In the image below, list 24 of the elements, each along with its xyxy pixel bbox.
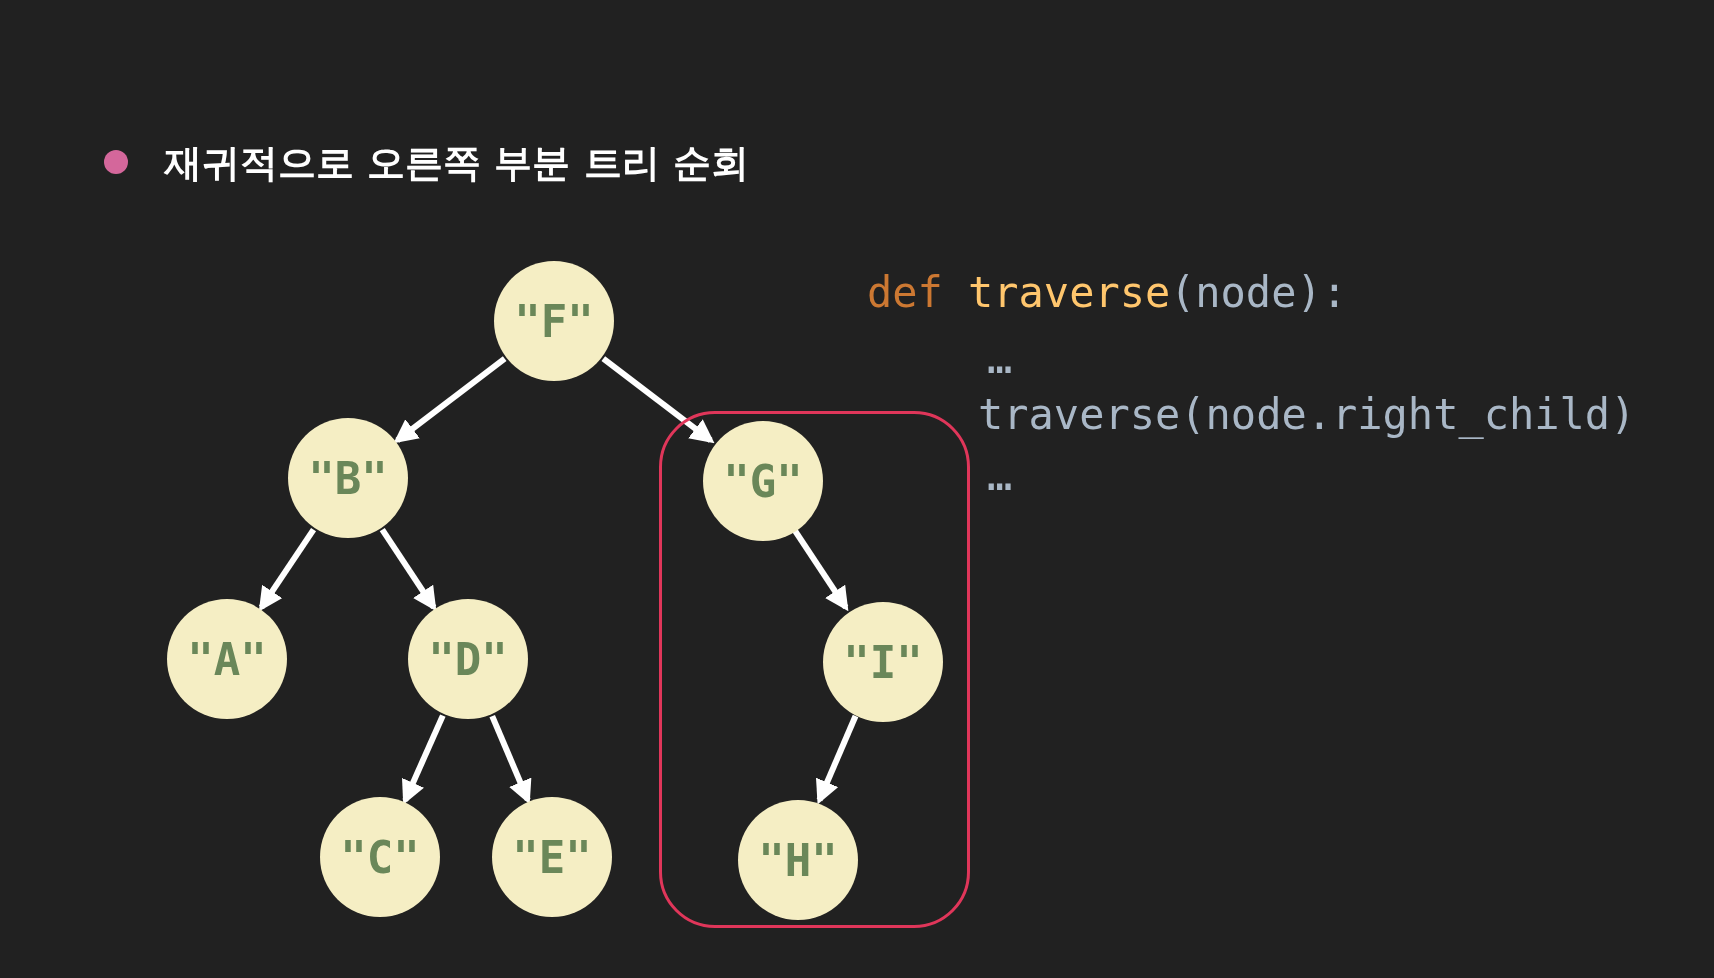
code-text: (node):: [1170, 272, 1347, 314]
code-function-name: traverse: [968, 272, 1171, 314]
arrow: [489, 714, 532, 805]
node-label: "H": [758, 834, 838, 886]
node-label: "B": [308, 452, 388, 504]
arrow: [258, 527, 317, 612]
arrow: [601, 356, 715, 444]
node-label: "F": [514, 295, 594, 347]
node-label: "C": [340, 831, 420, 883]
arrow: [393, 356, 507, 444]
slide-title: 재귀적으로 오른쪽 부분 트리 순회: [164, 140, 749, 187]
arrow: [791, 528, 849, 612]
arrow: [816, 714, 859, 805]
node-label: "D": [428, 633, 508, 685]
highlight-box: [659, 411, 970, 928]
arrow: [402, 714, 446, 805]
code-keyword: def: [867, 272, 943, 314]
node-label: "I": [843, 636, 923, 688]
code-ellipsis: …: [987, 338, 1013, 380]
node-label: "A": [187, 633, 267, 685]
node-label: "E": [512, 831, 592, 883]
code-ellipsis: …: [987, 455, 1013, 497]
arrow: [379, 528, 437, 612]
node-label: "G": [723, 455, 803, 507]
